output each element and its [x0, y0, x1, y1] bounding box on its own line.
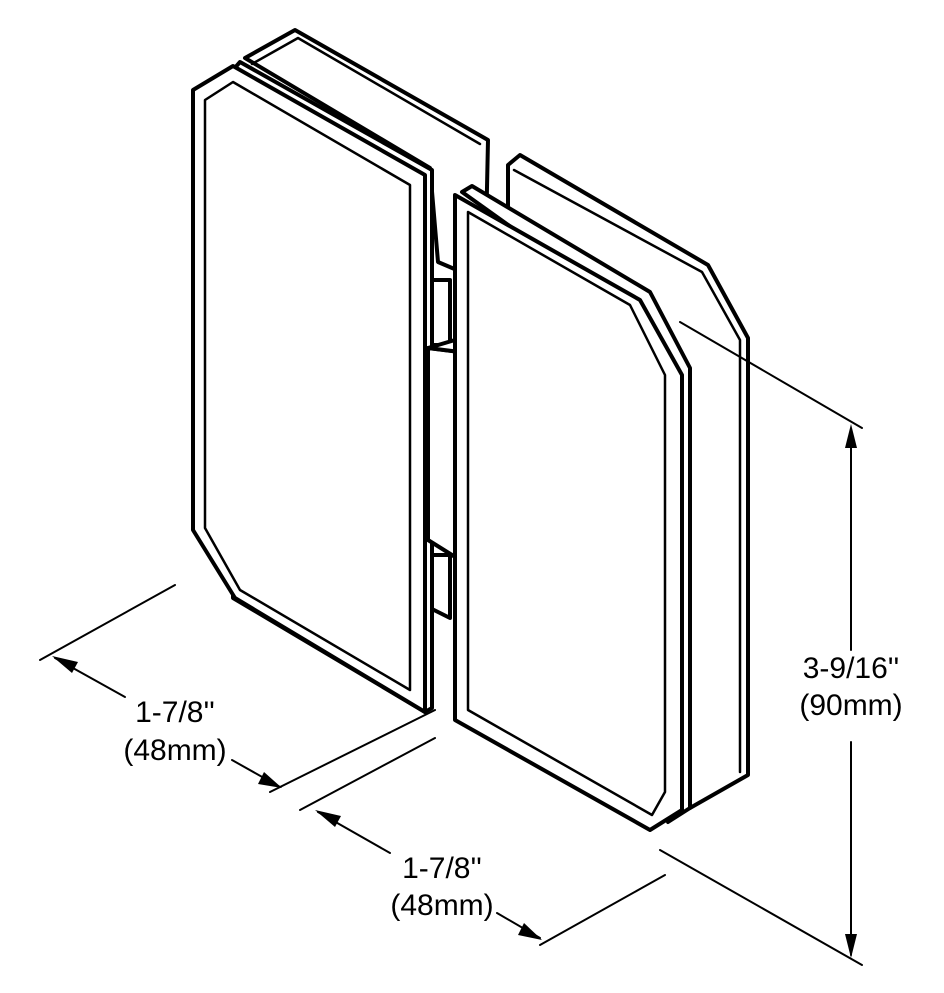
left-front-plate	[191, 64, 427, 714]
right-width-imperial: 1-7/8''	[402, 852, 482, 885]
left-width-metric: (48mm)	[123, 734, 226, 767]
right-width-metric: (48mm)	[390, 889, 493, 922]
dimension-height: 3-9/16'' (90mm)	[659, 321, 903, 966]
height-extension-line-bottom	[659, 849, 863, 966]
height-metric: (90mm)	[799, 689, 902, 722]
left-arrow-start	[52, 656, 78, 673]
height-arrow-bottom	[845, 934, 857, 958]
height-imperial: 3-9/16''	[803, 652, 900, 685]
left-width-imperial: 1-7/8''	[135, 696, 215, 729]
height-extension-line-top	[679, 321, 863, 429]
dimension-right-width: 1-7/8'' (48mm)	[299, 737, 666, 946]
left-arrow-end	[258, 772, 282, 788]
left-extension-line-1	[39, 584, 176, 661]
dimension-left-width: 1-7/8'' (48mm)	[39, 584, 436, 793]
right-extension-line-1	[299, 737, 436, 811]
right-front-plate	[453, 193, 684, 832]
left-extension-line-2	[269, 709, 436, 793]
right-extension-line-2	[539, 874, 666, 946]
right-arrow-end	[518, 923, 542, 940]
right-arrow-start	[315, 810, 341, 827]
height-arrow-top	[845, 424, 857, 448]
